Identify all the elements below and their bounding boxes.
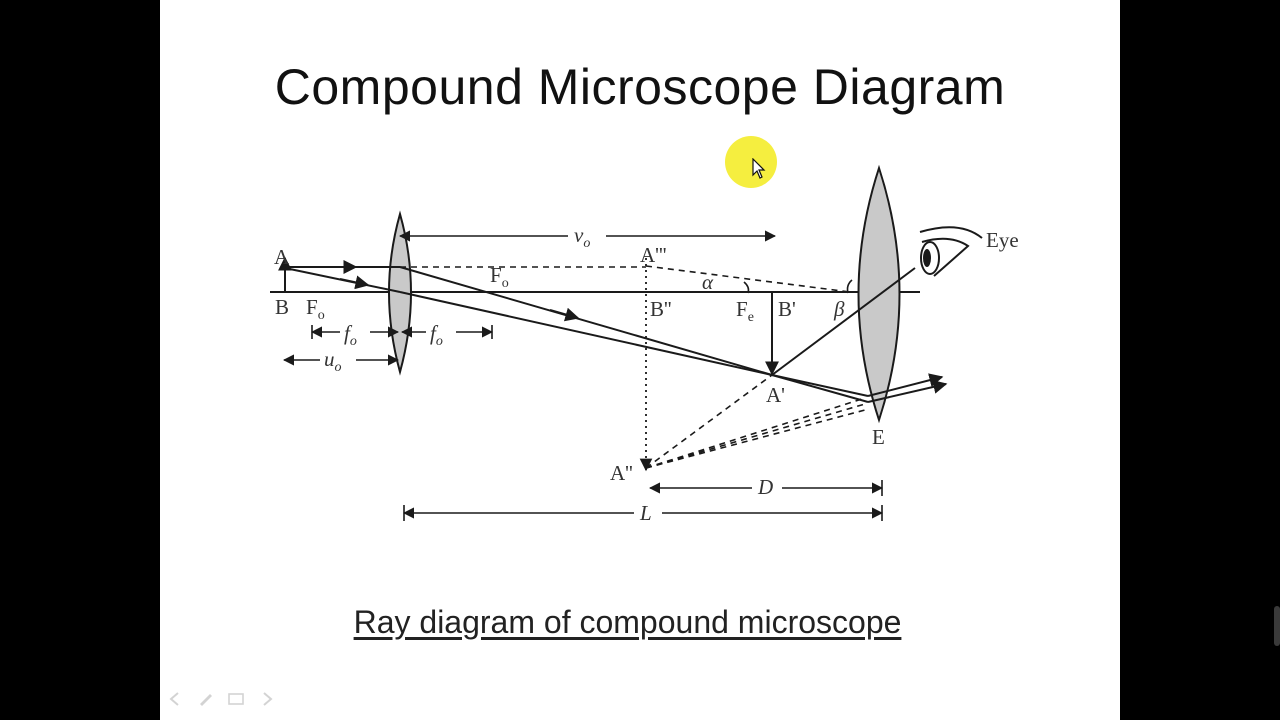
label-B-prime: B' xyxy=(778,297,796,321)
label-B-double-prime: B'' xyxy=(650,297,672,321)
label-A-triple-prime: A''' xyxy=(640,243,667,267)
slide-title: Compound Microscope Diagram xyxy=(274,59,1006,115)
prev-slide-icon[interactable] xyxy=(168,692,184,706)
label-Fo-left: Fo xyxy=(306,295,325,323)
menu-icon[interactable] xyxy=(228,692,244,706)
ray-diagram: A B Fo Fo vo fo fo uo A''' B'' α Fe B' β… xyxy=(270,164,1019,526)
label-A-double-prime: A'' xyxy=(610,461,633,485)
ray-to-eye xyxy=(771,267,916,376)
label-Fe: Fe xyxy=(736,297,754,325)
label-fo-left: fo xyxy=(344,321,357,349)
ray-refracted-2 xyxy=(399,291,773,376)
ray-refracted-1 xyxy=(399,266,773,376)
exit-ray-1 xyxy=(867,380,948,403)
label-beta: β xyxy=(833,297,845,321)
slideshow-controls[interactable] xyxy=(168,692,274,706)
beta-arc xyxy=(846,279,853,294)
mouse-pointer-icon xyxy=(752,158,766,179)
label-vo: vo xyxy=(574,223,590,251)
slide: Compound Microscope Diagram xyxy=(160,0,1120,720)
label-A: A xyxy=(274,245,290,269)
cursor-highlight xyxy=(725,136,777,188)
exit-ray-2 xyxy=(867,373,944,397)
label-B: B xyxy=(275,295,289,319)
label-Fo-right: Fo xyxy=(490,263,509,291)
label-alpha: α xyxy=(702,270,714,294)
next-slide-icon[interactable] xyxy=(258,692,274,706)
label-E: E xyxy=(872,425,885,449)
scrollbar[interactable] xyxy=(1274,606,1280,646)
alpha-arc xyxy=(743,281,750,294)
label-uo: uo xyxy=(324,347,342,375)
label-A-prime: A' xyxy=(766,383,785,407)
eye-icon xyxy=(919,226,983,277)
diagram-caption: Ray diagram of compound microscope xyxy=(353,604,902,640)
label-eye: Eye xyxy=(986,228,1019,252)
label-D: D xyxy=(757,475,773,499)
label-fo-right: fo xyxy=(430,321,443,349)
label-L: L xyxy=(639,501,652,525)
pen-icon[interactable] xyxy=(198,692,214,706)
